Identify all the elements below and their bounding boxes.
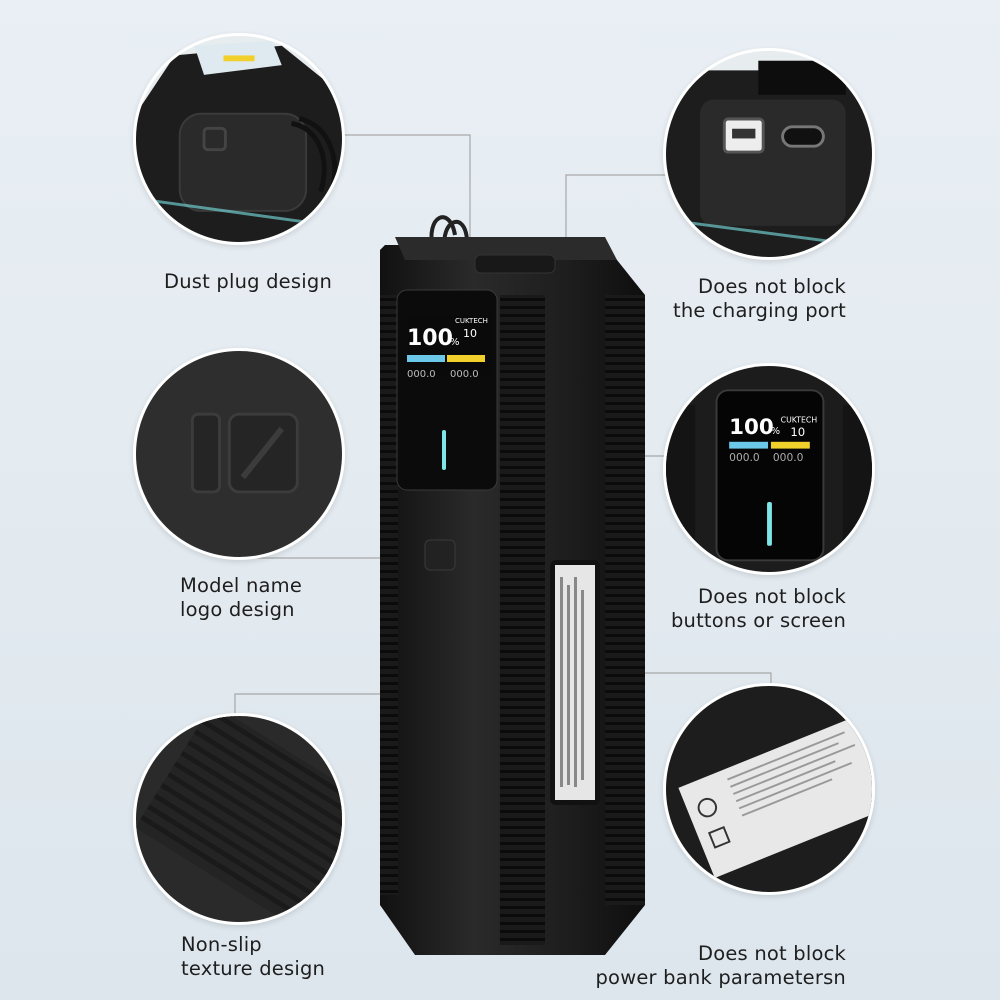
logo-zoom-image	[133, 348, 345, 560]
texture-zoom-image	[133, 713, 345, 925]
svg-text:10: 10	[790, 425, 805, 439]
svg-text:CUKTECH: CUKTECH	[781, 415, 818, 424]
svg-text:000.0: 000.0	[729, 451, 760, 464]
svg-text:100: 100	[729, 415, 774, 440]
svg-text:000.0: 000.0	[773, 451, 804, 464]
screen-zoom-image: 100 % CUKTECH 10 000.0 000.0	[663, 363, 875, 575]
dust-plug-zoom-image	[133, 33, 345, 245]
logo-label: Model name logo design	[180, 574, 303, 621]
svg-text:%: %	[771, 426, 780, 437]
svg-text:%: %	[450, 337, 460, 348]
svg-text:CUKTECH: CUKTECH	[455, 317, 488, 325]
texture-label: Non-slip texture design	[181, 933, 326, 980]
svg-text:000.0: 000.0	[450, 369, 479, 380]
charging-port-label: Does not block the charging port	[672, 275, 846, 322]
svg-text:10: 10	[463, 327, 477, 340]
parameters-zoom-image	[663, 683, 875, 895]
screen-label: Does not block buttons or screen	[670, 585, 846, 632]
power-bank-case: 100 % CUKTECH 10 000.0 000.0	[355, 205, 655, 965]
charging-port-zoom-image	[663, 48, 875, 260]
svg-text:000.0: 000.0	[407, 369, 436, 380]
svg-text:100: 100	[407, 326, 453, 351]
dust-plug-label: Dust plug design	[164, 270, 332, 293]
parameters-label: Does not block power bank parametersn	[595, 942, 846, 989]
